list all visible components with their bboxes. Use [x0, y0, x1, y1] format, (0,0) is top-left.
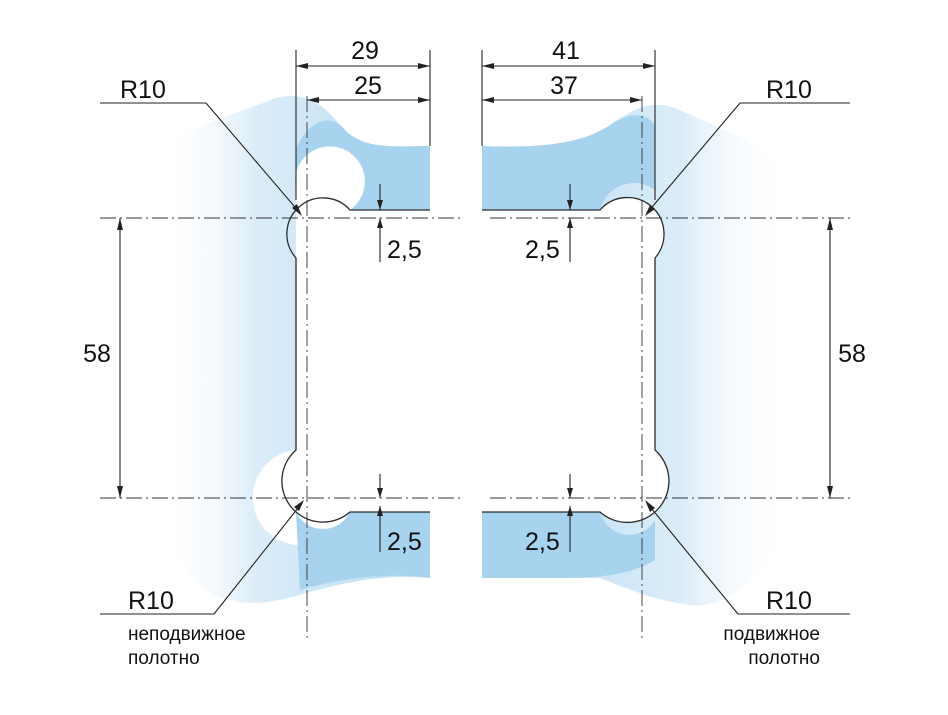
left-dim-29: 29: [351, 37, 379, 65]
left-glass: [160, 96, 430, 603]
right-glass-top-edge: [482, 115, 655, 210]
left-top-dimensions: 29 25: [295, 37, 431, 200]
left-radius-top-label: R10: [120, 76, 166, 104]
right-gap-bottom-label: 2,5: [525, 528, 560, 556]
left-glass-bottom-edge: [296, 512, 430, 590]
right-top-dimensions: 41 37: [481, 37, 656, 200]
right-cutout-outline: [482, 196, 670, 524]
right-dim-37: 37: [550, 72, 578, 100]
right-glass-body: [482, 104, 790, 606]
left-cutout-outline: [281, 197, 430, 523]
left-caption-line1: неподвижное: [128, 624, 246, 645]
right-height-dimension: 58: [827, 218, 866, 498]
left-caption-line2: полотно: [128, 648, 200, 669]
right-radius-leaders: R10 R10: [645, 76, 850, 615]
left-dim-25: 25: [354, 72, 382, 100]
right-glass-bottom-edge: [482, 512, 655, 578]
right-height-label: 58: [838, 340, 866, 368]
right-dim-41: 41: [552, 37, 580, 65]
left-radius-bottom-label: R10: [128, 587, 174, 615]
left-radius-leaders: R10 R10: [100, 76, 304, 615]
left-gap-top-label: 2,5: [387, 236, 422, 264]
right-radius-top-label: R10: [766, 76, 812, 104]
right-radius-bottom-label: R10: [766, 587, 812, 615]
captions: неподвижное полотно подвижное полотно: [128, 624, 820, 669]
left-height-dimension: 58: [83, 218, 123, 498]
left-glass-body: [160, 96, 430, 603]
right-gap-dimensions: 2,5 2,5: [525, 184, 573, 556]
right-caption-line2: полотно: [748, 648, 820, 669]
left-gap-bottom-label: 2,5: [387, 528, 422, 556]
center-lines: [100, 96, 850, 640]
right-caption-line1: подвижное: [723, 624, 820, 645]
right-gap-top-label: 2,5: [525, 236, 560, 264]
right-glass: [482, 104, 790, 606]
left-height-label: 58: [83, 340, 111, 368]
left-gap-dimensions: 2,5 2,5: [377, 184, 422, 556]
left-glass-top-edge: [294, 120, 430, 210]
